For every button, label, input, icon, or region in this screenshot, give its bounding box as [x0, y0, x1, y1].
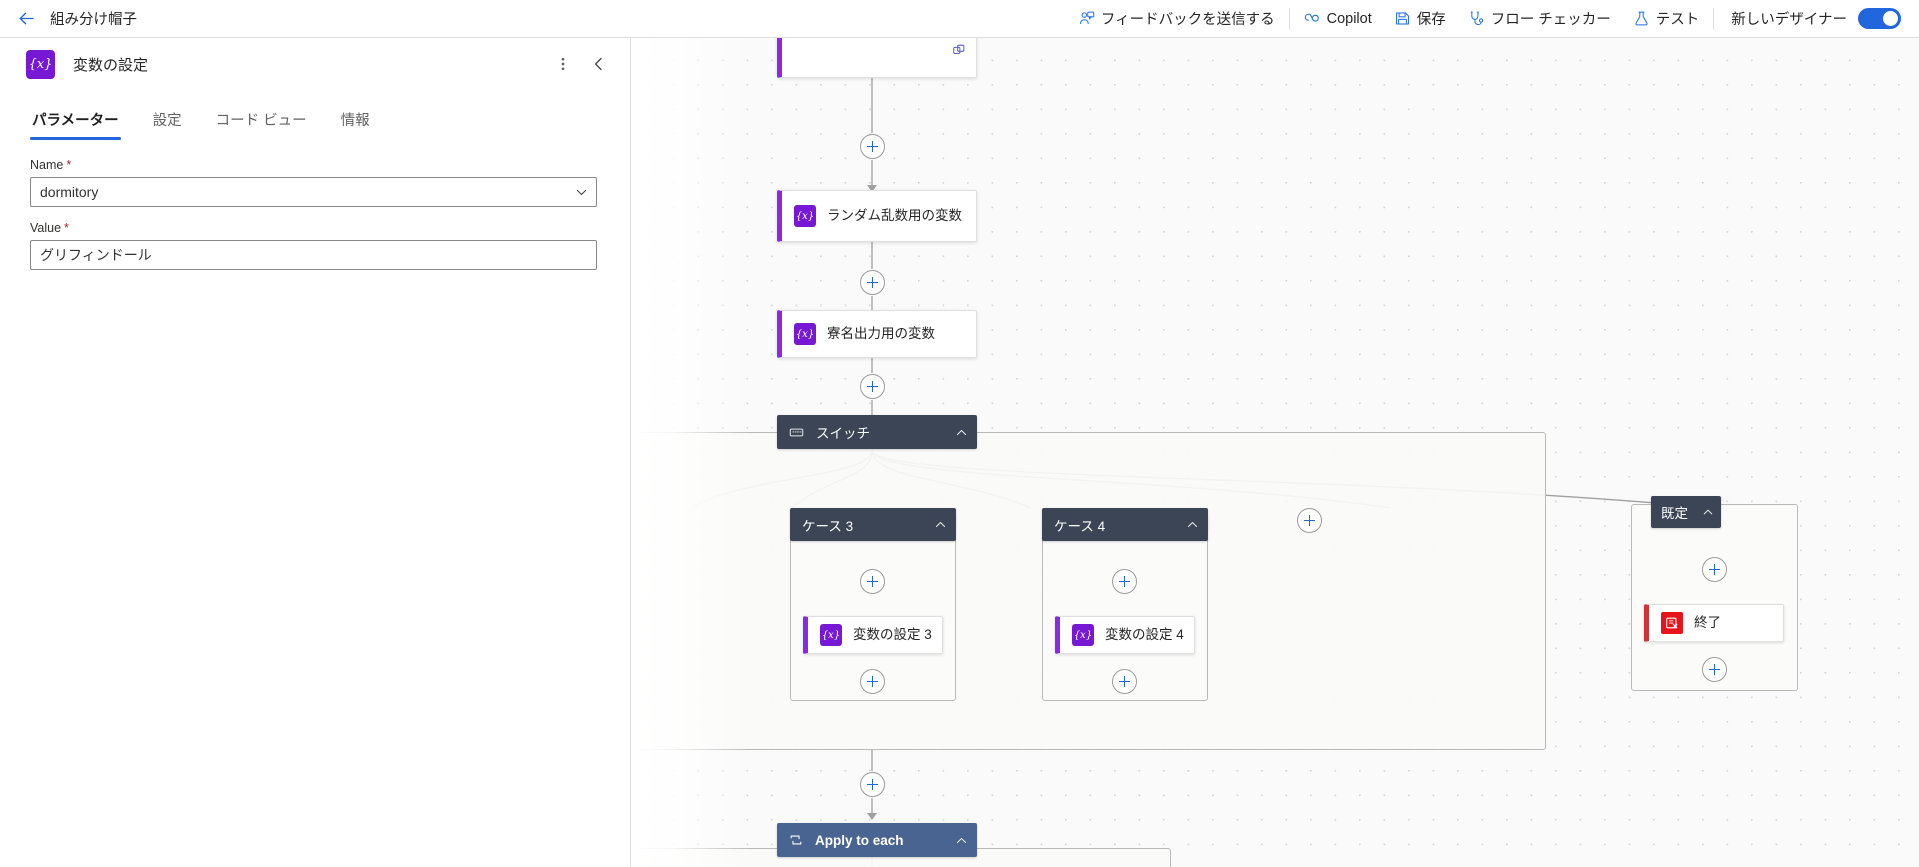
node-label: 変数の設定 4: [1105, 626, 1184, 642]
flask-icon: [1633, 10, 1650, 27]
case-4-node[interactable]: ケース 4: [1042, 508, 1208, 541]
panel-body: Name * dormitory Value * グリフィンドール: [0, 140, 630, 270]
flow-graph: {x} ランダム乱数用の変数 {x} 寮名出力用の変数 スイッチ: [631, 38, 1919, 867]
chevron-up-icon[interactable]: [1186, 518, 1199, 531]
variable-braces-icon: {x}: [1072, 624, 1094, 646]
switch-node[interactable]: スイッチ: [777, 415, 977, 449]
stethoscope-icon: [1468, 10, 1485, 27]
default-case-label: 既定: [1661, 506, 1688, 521]
more-options-button[interactable]: [548, 49, 578, 79]
flow-canvas[interactable]: {x} ランダム乱数用の変数 {x} 寮名出力用の変数 スイッチ: [631, 38, 1919, 867]
panel-header-actions: [548, 49, 614, 79]
node-terminate[interactable]: 終了: [1644, 604, 1784, 642]
node-setvar-3[interactable]: {x} 変数の設定 3: [803, 616, 943, 654]
add-step-plus-1[interactable]: [860, 134, 885, 159]
terminate-icon: [1661, 612, 1683, 634]
toolbar-divider: [1288, 7, 1290, 30]
node-random-variable[interactable]: {x} ランダム乱数用の変数: [777, 190, 977, 242]
test-label: テスト: [1655, 12, 1700, 28]
flow-checker-label: フロー チェッカー: [1490, 12, 1611, 28]
clipped-top-node[interactable]: [777, 38, 977, 78]
add-step-plus-after-switch[interactable]: [860, 772, 885, 797]
copilot-label: Copilot: [1326, 10, 1372, 27]
add-step-plus-3[interactable]: [860, 374, 885, 399]
new-designer-toggle[interactable]: [1858, 8, 1901, 29]
tab-settings[interactable]: 設定: [152, 113, 182, 129]
apply-to-each-label: Apply to each: [815, 832, 904, 848]
add-case-plus[interactable]: [1297, 508, 1322, 533]
save-button[interactable]: 保存: [1383, 0, 1457, 38]
new-designer-toggle-group[interactable]: 新しいデザイナー: [1717, 0, 1907, 38]
copilot-icon: [1304, 10, 1321, 27]
panel-title: 変数の設定: [73, 56, 149, 74]
required-asterisk-2: *: [64, 221, 69, 235]
node-dorm-variable[interactable]: {x} 寮名出力用の変数: [777, 310, 977, 358]
chevron-up-icon[interactable]: [955, 834, 968, 847]
chevron-up-icon[interactable]: [1702, 506, 1714, 518]
case-3-label: ケース 3: [802, 518, 854, 534]
tab-code-view[interactable]: コード ビュー: [215, 113, 307, 129]
apply-to-each-node[interactable]: Apply to each: [777, 823, 977, 857]
tab-about[interactable]: 情報: [340, 113, 370, 129]
node-setvar-4[interactable]: {x} 変数の設定 4: [1055, 616, 1195, 654]
person-feedback-icon: [1078, 10, 1095, 27]
more-vertical-icon: [561, 57, 565, 71]
back-button[interactable]: [9, 2, 43, 36]
action-details-panel: {x} 変数の設定 パラメーター 設定 コード ビュー 情報 Name: [0, 38, 631, 867]
copy-icon[interactable]: [952, 43, 966, 57]
case-3-node[interactable]: ケース 3: [790, 508, 956, 541]
required-asterisk: *: [66, 158, 72, 172]
name-label-text: Name: [30, 158, 64, 172]
variable-braces-icon: {x}: [820, 624, 842, 646]
arrow-left-icon: [19, 12, 34, 25]
flow-checker-button[interactable]: フロー チェッカー: [1457, 0, 1622, 38]
add-step-plus-2[interactable]: [860, 270, 885, 295]
node-label: 終了: [1694, 614, 1721, 630]
flow-title: 組み分け帽子: [50, 12, 137, 28]
value-label-text: Value: [30, 221, 62, 235]
variable-braces-icon: {x}: [794, 323, 816, 345]
top-toolbar: 組み分け帽子 フィードバックを送信する Copilot: [0, 0, 1919, 38]
add-step-plus-case4-bottom[interactable]: [1112, 669, 1137, 694]
panel-header: {x} 変数の設定: [0, 38, 630, 90]
chevron-up-icon[interactable]: [955, 426, 968, 439]
name-field[interactable]: dormitory: [30, 177, 597, 207]
save-disk-icon: [1394, 10, 1411, 27]
name-field-value: dormitory: [40, 184, 99, 200]
name-field-label: Name *: [30, 158, 600, 172]
chevron-left-icon: [594, 57, 602, 71]
default-case-node[interactable]: 既定: [1651, 496, 1721, 528]
switch-icon: [789, 425, 804, 440]
case-4-label: ケース 4: [1054, 518, 1106, 534]
add-step-plus-default-bottom[interactable]: [1702, 657, 1727, 682]
toolbar-actions: フィードバックを送信する Copilot 保存: [1067, 0, 1919, 38]
toggle-knob: [1883, 11, 1898, 26]
switch-label: スイッチ: [816, 426, 870, 441]
add-step-plus-default-top[interactable]: [1702, 557, 1727, 582]
chevron-down-icon[interactable]: [570, 181, 592, 203]
value-field[interactable]: グリフィンドール: [30, 240, 597, 270]
collapse-panel-button[interactable]: [584, 49, 614, 79]
add-step-plus-case4-top[interactable]: [1112, 569, 1137, 594]
node-label: 寮名出力用の変数: [827, 325, 935, 341]
panel-tabs: パラメーター 設定 コード ビュー 情報: [0, 98, 630, 140]
send-feedback-button[interactable]: フィードバックを送信する: [1067, 0, 1286, 38]
toolbar-divider-2: [1713, 7, 1715, 30]
loop-icon: [789, 833, 803, 847]
node-label: ランダム乱数用の変数: [827, 207, 962, 223]
copilot-button[interactable]: Copilot: [1293, 0, 1383, 38]
variable-braces-icon: {x}: [26, 49, 55, 79]
send-feedback-label: フィードバックを送信する: [1100, 12, 1275, 28]
save-label: 保存: [1416, 12, 1446, 28]
tab-parameters[interactable]: パラメーター: [30, 109, 121, 140]
variable-braces-icon: {x}: [794, 205, 816, 227]
value-field-value: グリフィンドール: [40, 247, 152, 263]
add-step-plus-case3-top[interactable]: [860, 569, 885, 594]
new-designer-label: 新しいデザイナー: [1731, 12, 1847, 28]
chevron-up-icon[interactable]: [934, 518, 947, 531]
node-label: 変数の設定 3: [853, 626, 932, 642]
test-button[interactable]: テスト: [1622, 0, 1711, 38]
add-step-plus-case3-bottom[interactable]: [860, 669, 885, 694]
value-field-label: Value *: [30, 221, 600, 235]
